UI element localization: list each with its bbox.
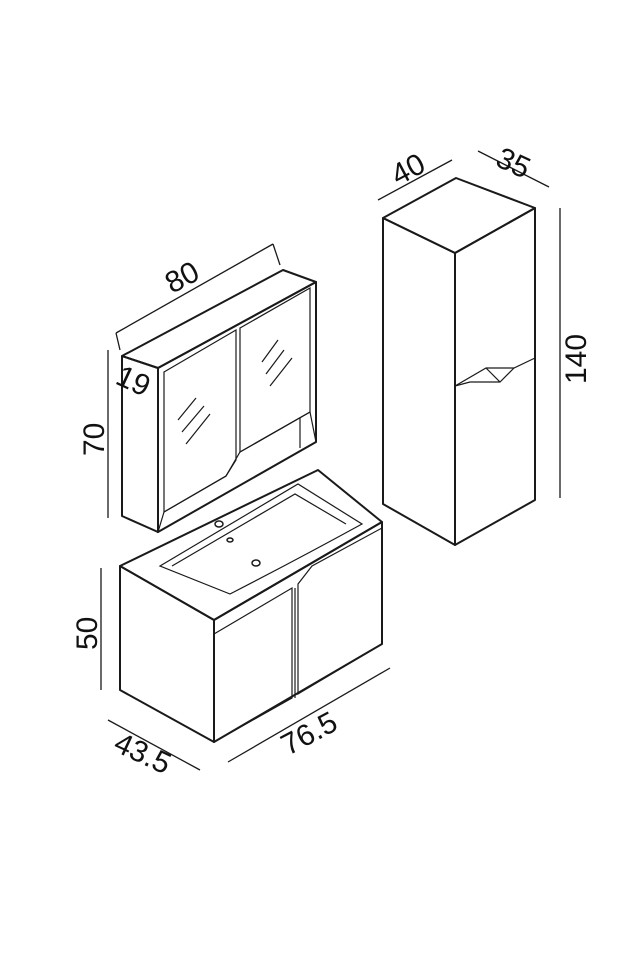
dim-vanity-height: 50 [71, 617, 104, 650]
dim-tall-depth: 35 [491, 141, 535, 185]
dim-mirror-width: 80 [160, 255, 205, 300]
tall-handle-edge [485, 367, 501, 383]
dim-tall-height: 140 [560, 334, 593, 384]
vanity-unit [119, 469, 383, 744]
mirror-open-shelf [156, 411, 317, 534]
mirror-door-left [163, 328, 237, 514]
tall-cabinet [382, 177, 536, 546]
dim-vanity-width: 76.5 [276, 706, 343, 763]
drain-hole [251, 559, 261, 567]
dim-mirror-depth: 19 [111, 359, 155, 403]
mirror-cabinet-top [121, 269, 317, 369]
tap-hole [214, 520, 224, 528]
dim-tall-width: 40 [386, 147, 431, 192]
dim-vanity-depth: 43.5 [109, 726, 176, 781]
tall-cabinet-side [382, 217, 456, 546]
basin-inner-edge [171, 493, 347, 567]
mirror-cabinet-front [157, 281, 317, 533]
mirror-cabinet [121, 269, 317, 534]
tall-door-split [454, 357, 536, 387]
vanity-door-left [213, 586, 293, 744]
dimension-lines [100, 150, 561, 771]
mirror-reflection-right [261, 339, 293, 387]
mirror-reflection-left [177, 397, 211, 445]
dim-mirror-height: 70 [78, 423, 111, 456]
vanity-side [119, 565, 215, 743]
tall-door-handle [454, 367, 515, 387]
vanity-door-right [297, 526, 383, 696]
tall-cabinet-front [454, 207, 536, 546]
basin-bowl [158, 483, 364, 595]
overflow-hole [226, 537, 234, 543]
